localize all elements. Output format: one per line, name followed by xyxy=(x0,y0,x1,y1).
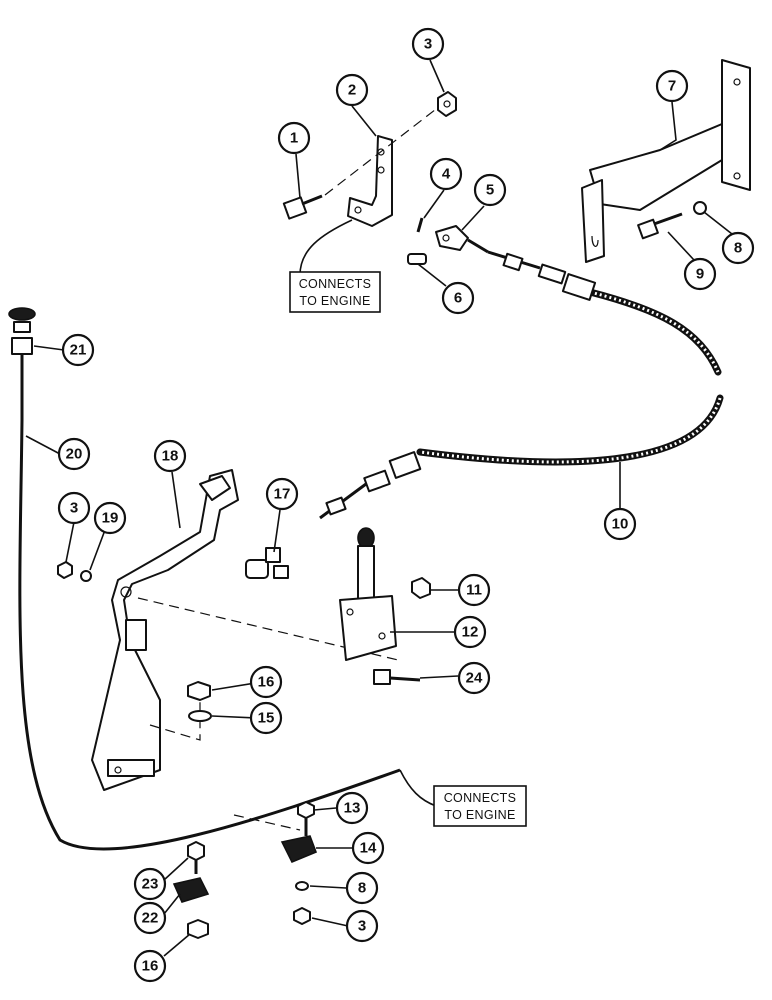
svg-text:8: 8 xyxy=(358,880,366,897)
svg-text:12: 12 xyxy=(462,624,479,641)
callout-3-top: 3 xyxy=(411,27,445,61)
washer-8-bottom xyxy=(295,881,309,891)
svg-text:7: 7 xyxy=(668,78,676,95)
callout-12: 12 xyxy=(453,615,487,649)
svg-text:1: 1 xyxy=(290,130,298,147)
svg-text:21: 21 xyxy=(70,342,87,359)
callout-11: 11 xyxy=(457,573,491,607)
callout-19: 19 xyxy=(93,501,127,535)
svg-text:20: 20 xyxy=(66,446,83,463)
nut-16-bottom xyxy=(187,919,209,939)
svg-text:2: 2 xyxy=(348,82,356,99)
svg-text:3: 3 xyxy=(358,918,366,935)
svg-text:9: 9 xyxy=(696,266,704,283)
callout-23: 23 xyxy=(133,867,167,901)
callout-3-left: 3 xyxy=(57,491,91,525)
throttle-cable xyxy=(319,250,724,520)
bolt-24 xyxy=(373,669,421,685)
svg-text:15: 15 xyxy=(258,710,275,727)
svg-text:10: 10 xyxy=(612,516,629,533)
fitting-17 xyxy=(245,547,289,579)
callout-5: 5 xyxy=(473,173,507,207)
callout-10: 10 xyxy=(603,507,637,541)
clevis-5 xyxy=(435,225,489,254)
svg-text:6: 6 xyxy=(454,290,462,307)
svg-text:3: 3 xyxy=(424,36,432,53)
throttle-lever-12 xyxy=(339,527,397,661)
svg-text:3: 3 xyxy=(70,500,78,517)
note-connects-to-engine-bottom: CONNECTS TO ENGINE xyxy=(433,785,527,827)
svg-text:4: 4 xyxy=(442,166,451,183)
callout-4: 4 xyxy=(429,157,463,191)
callout-24: 24 xyxy=(457,661,491,695)
svg-text:16: 16 xyxy=(142,958,159,975)
callout-13: 13 xyxy=(335,791,369,825)
nut-3-top xyxy=(437,91,457,117)
washer-15 xyxy=(188,710,212,722)
svg-text:16: 16 xyxy=(258,674,275,691)
nut-11 xyxy=(411,577,431,599)
callout-21: 21 xyxy=(61,333,95,367)
callout-16-bottom: 16 xyxy=(133,949,167,983)
svg-text:5: 5 xyxy=(486,182,494,199)
callout-8-top: 8 xyxy=(721,231,755,265)
pin-4 xyxy=(416,217,424,233)
svg-text:22: 22 xyxy=(142,910,159,927)
callout-15: 15 xyxy=(249,701,283,735)
bolt-9 xyxy=(637,212,683,240)
svg-text:CONNECTS: CONNECTS xyxy=(299,277,372,291)
callout-1: 1 xyxy=(277,121,311,155)
nut-3-bottom xyxy=(293,907,311,925)
bracket-2 xyxy=(299,135,393,276)
callout-22: 22 xyxy=(133,901,167,935)
callout-7: 7 xyxy=(655,69,689,103)
svg-text:18: 18 xyxy=(162,448,179,465)
bolt-13 xyxy=(297,801,315,836)
bolt-1 xyxy=(282,194,323,220)
svg-text:19: 19 xyxy=(102,510,119,527)
clip-14 xyxy=(280,835,318,864)
svg-text:13: 13 xyxy=(344,800,361,817)
svg-text:17: 17 xyxy=(274,486,291,503)
svg-text:TO ENGINE: TO ENGINE xyxy=(299,294,370,308)
svg-text:TO ENGINE: TO ENGINE xyxy=(444,808,515,822)
note-connects-to-engine-top: CONNECTS TO ENGINE xyxy=(289,271,381,313)
washer-19 xyxy=(80,570,92,582)
clip-22 xyxy=(172,877,210,903)
callout-3-bottom: 3 xyxy=(345,909,379,943)
svg-text:14: 14 xyxy=(360,840,377,857)
callout-6: 6 xyxy=(441,281,475,315)
callout-16-middle: 16 xyxy=(249,665,283,699)
svg-text:8: 8 xyxy=(734,240,742,257)
svg-text:11: 11 xyxy=(466,582,482,599)
callout-20: 20 xyxy=(57,437,91,471)
callout-18: 18 xyxy=(153,439,187,473)
svg-text:CONNECTS: CONNECTS xyxy=(444,791,517,805)
callout-9: 9 xyxy=(683,257,717,291)
nut-16-middle xyxy=(187,681,211,701)
bolt-23 xyxy=(187,841,205,874)
callout-2: 2 xyxy=(335,73,369,107)
callout-17: 17 xyxy=(265,477,299,511)
svg-text:23: 23 xyxy=(142,876,159,893)
svg-text:24: 24 xyxy=(466,670,483,687)
callout-14: 14 xyxy=(351,831,385,865)
nut-3-left xyxy=(57,561,73,579)
lever-support-18 xyxy=(91,469,239,791)
callout-8-bottom: 8 xyxy=(345,871,379,905)
pin-6 xyxy=(407,253,427,265)
washer-8-top xyxy=(693,201,707,215)
throttle-knob-cable xyxy=(8,307,401,851)
